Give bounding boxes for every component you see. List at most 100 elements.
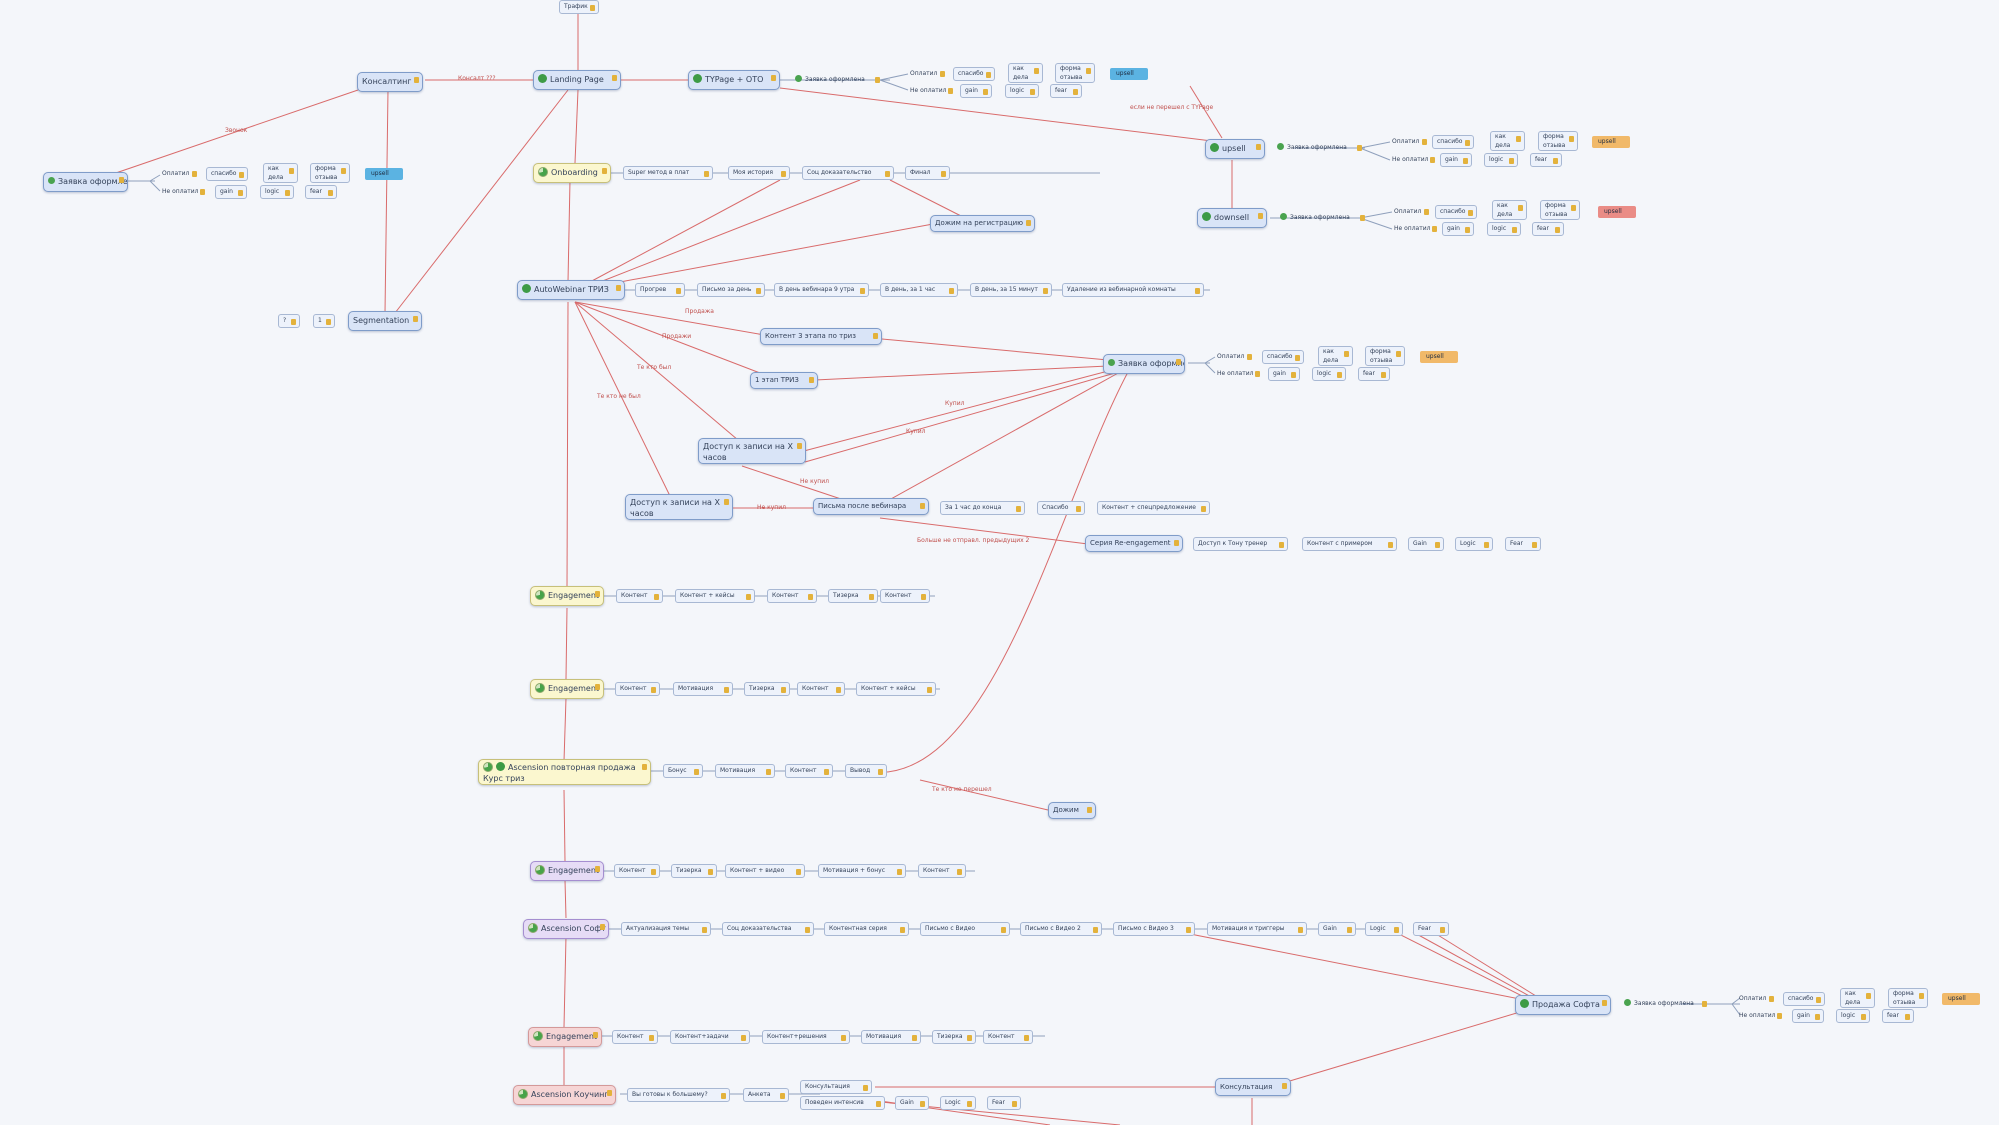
node-kontent-primerom[interactable]: Контент с примером: [1302, 537, 1397, 551]
node-consulting-top[interactable]: Консалтинг: [357, 72, 423, 92]
node-ne-oplatil-softa[interactable]: Не оплатил: [1737, 1010, 1785, 1022]
node-fear-center[interactable]: fear: [1358, 367, 1390, 381]
node-forma-2[interactable]: форма отзыва: [1538, 131, 1578, 151]
node-kontent-zadachi[interactable]: Контент+задачи: [670, 1030, 750, 1044]
node-dostup-zapis-2[interactable]: Доступ к записи на X часов: [625, 494, 733, 520]
node-spasibo-posle[interactable]: Спасибо: [1037, 501, 1085, 515]
node-ascension-coaching[interactable]: Ascension Коучинг: [513, 1085, 616, 1105]
node-ne-oplatil-1[interactable]: Не оплатил: [908, 85, 956, 97]
node-progrev[interactable]: Прогрев: [635, 283, 685, 297]
node-engagement-1[interactable]: Engagement: [530, 586, 604, 606]
node-za-1chas[interactable]: За 1 час до конца: [940, 501, 1025, 515]
node-aktualizaciya[interactable]: Актуализация темы: [621, 922, 711, 936]
node-oplatil-center[interactable]: Оплатил: [1215, 351, 1255, 363]
node-kontentnaya-seriya[interactable]: Контентная серия: [824, 922, 909, 936]
node-motivaciya-e2[interactable]: Мотивация: [673, 682, 733, 696]
node-kak-dela-3[interactable]: как дела: [1492, 200, 1527, 220]
node-pisma-posle[interactable]: Письма после вебинара: [813, 498, 929, 515]
node-forma-softa[interactable]: форма отзыва: [1888, 988, 1928, 1008]
node-forma-left[interactable]: форма отзыва: [310, 163, 350, 183]
node-kontent-e2a[interactable]: Контент: [615, 682, 660, 696]
node-logic-re[interactable]: Logic: [1455, 537, 1493, 551]
node-gain-left[interactable]: gain: [215, 185, 247, 199]
node-zayavka-3[interactable]: Заявка оформлена: [1278, 212, 1368, 224]
node-tizer-e2[interactable]: Тизерка: [744, 682, 790, 696]
node-kontent-e4a[interactable]: Контент: [612, 1030, 658, 1044]
badge-upsell-softa[interactable]: upsell: [1942, 993, 1980, 1005]
node-etap1[interactable]: 1 этап ТРИЗ: [750, 372, 818, 389]
node-forma-1[interactable]: форма отзыва: [1055, 63, 1095, 83]
node-kak-dela-2[interactable]: как дела: [1490, 131, 1525, 151]
node-fear-soft[interactable]: Fear: [1413, 922, 1449, 936]
node-anketa[interactable]: Анкета: [743, 1088, 789, 1102]
node-zayavka-center[interactable]: Заявка оформлена: [1103, 354, 1185, 374]
node-fear-2[interactable]: fear: [1530, 153, 1562, 167]
node-gain-1[interactable]: gain: [960, 84, 992, 98]
node-fear-re[interactable]: Fear: [1505, 537, 1541, 551]
node-zayavka-2[interactable]: Заявка оформлена: [1275, 142, 1365, 154]
node-gain-2[interactable]: gain: [1440, 153, 1472, 167]
node-pismo-video-2[interactable]: Письмо с Видео 2: [1020, 922, 1102, 936]
node-kontent-e3b[interactable]: Контент: [918, 864, 966, 878]
node-engagement-3[interactable]: Engagement: [530, 861, 604, 881]
node-kontent-spec[interactable]: Контент + спецпредложение: [1097, 501, 1210, 515]
node-tizer-e4[interactable]: Тизерка: [932, 1030, 976, 1044]
node-v-den-15min[interactable]: В день, за 15 минут: [970, 283, 1052, 297]
node-ascension-1[interactable]: Ascension повторная продажа Курс триз: [478, 759, 651, 785]
node-kak-dela-softa[interactable]: как дела: [1840, 988, 1875, 1008]
badge-upsell-2[interactable]: upsell: [1592, 136, 1630, 148]
node-kontent-e1c[interactable]: Контент: [880, 589, 930, 603]
node-logic-softa[interactable]: logic: [1836, 1009, 1870, 1023]
badge-upsell-3[interactable]: upsell: [1598, 206, 1636, 218]
node-kontent-e2b[interactable]: Контент: [797, 682, 845, 696]
node-motivaciya-e4[interactable]: Мотивация: [861, 1030, 921, 1044]
node-kontent-e4b[interactable]: Контент: [983, 1030, 1033, 1044]
node-gain-soft[interactable]: Gain: [1318, 922, 1356, 936]
badge-upsell-center[interactable]: upsell: [1420, 351, 1458, 363]
node-dozhim-reg[interactable]: Дожим на регистрацию: [930, 215, 1035, 232]
node-downsell[interactable]: downsell: [1197, 208, 1267, 228]
node-kontent-keys-e1[interactable]: Контент + кейсы: [675, 589, 755, 603]
node-udalenie[interactable]: Удаление из вебинарной комнаты: [1062, 283, 1204, 297]
node-seg-b[interactable]: 1: [313, 314, 335, 328]
node-final[interactable]: Финал: [905, 166, 950, 180]
node-soc-dok[interactable]: Соц доказательство: [802, 166, 894, 180]
node-logic-coach[interactable]: Logic: [940, 1096, 976, 1110]
node-kontent-keys-e2[interactable]: Контент + кейсы: [856, 682, 936, 696]
node-trafik[interactable]: Трафик: [559, 0, 599, 14]
node-seg-a[interactable]: ?: [278, 314, 300, 328]
node-v-den-webinar[interactable]: В день вебинара 9 утра: [774, 283, 869, 297]
node-konsultaciya[interactable]: Консультация: [800, 1080, 872, 1094]
node-engagement-2[interactable]: Engagement: [530, 679, 604, 699]
node-dozhim[interactable]: Дожим: [1048, 802, 1096, 819]
node-soc-dok-2[interactable]: Соц доказательства: [722, 922, 814, 936]
node-kak-dela-center[interactable]: как дела: [1318, 346, 1353, 366]
node-kontent-e1b[interactable]: Контент: [767, 589, 817, 603]
node-pismo-video-1[interactable]: Письмо с Видео: [920, 922, 1010, 936]
node-fear-1[interactable]: fear: [1050, 84, 1082, 98]
node-spasibo-1[interactable]: спасибо: [953, 67, 995, 81]
node-kontent-e1a[interactable]: Контент: [616, 589, 663, 603]
node-forma-3[interactable]: форма отзыва: [1540, 200, 1580, 220]
node-kak-dela-1[interactable]: как дела: [1008, 63, 1043, 83]
node-gain-coach[interactable]: Gain: [895, 1096, 929, 1110]
node-oplatil-3[interactable]: Оплатил: [1392, 206, 1432, 218]
node-motivaciya-a1[interactable]: Мотивация: [715, 764, 775, 778]
node-dostup-tonu[interactable]: Доступ к Тону тренер: [1193, 537, 1288, 551]
node-ne-oplatil-center[interactable]: Не оплатил: [1215, 368, 1263, 380]
node-logic-soft[interactable]: Logic: [1365, 922, 1403, 936]
node-engagement-4[interactable]: Engagement: [528, 1027, 602, 1047]
node-tizer-e3[interactable]: Тизерка: [671, 864, 717, 878]
node-ne-oplatil-left[interactable]: Не оплатил: [160, 186, 208, 198]
node-kontent-resheniya[interactable]: Контент+решения: [762, 1030, 850, 1044]
node-gain-re[interactable]: Gain: [1408, 537, 1444, 551]
node-vy-gotovy[interactable]: Вы готовы к большему?: [627, 1088, 730, 1102]
node-gain-softa[interactable]: gain: [1792, 1009, 1824, 1023]
node-prodazha-softa[interactable]: Продажа Софта: [1515, 995, 1611, 1015]
node-logic-2[interactable]: logic: [1484, 153, 1518, 167]
node-super-method[interactable]: Super метод в плат: [623, 166, 713, 180]
node-motivaciya-bonus[interactable]: Мотивация + бонус: [818, 864, 906, 878]
node-dostup-zapis-1[interactable]: Доступ к записи на X часов: [698, 438, 806, 464]
node-zayavka-softa[interactable]: Заявка оформлена: [1622, 998, 1710, 1010]
node-ne-oplatil-2[interactable]: Не оплатил: [1390, 154, 1438, 166]
